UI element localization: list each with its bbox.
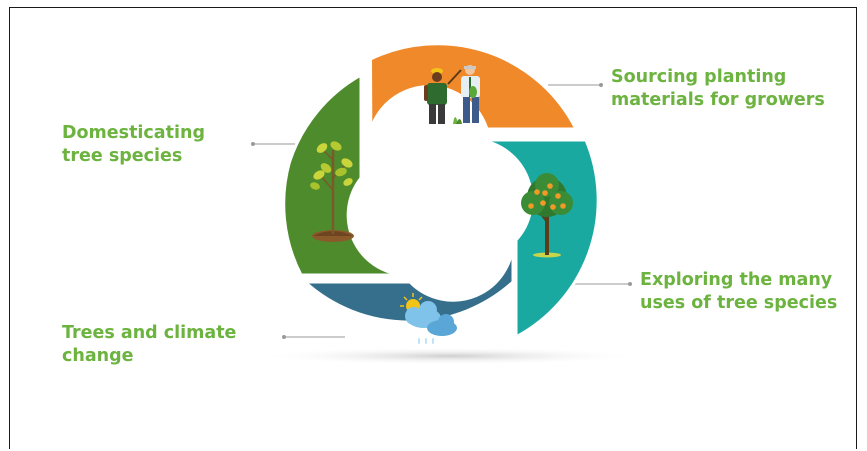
fruit-tree-icon bbox=[521, 173, 573, 258]
sapling-icon bbox=[310, 141, 354, 242]
label-climate-line1: Trees and climate bbox=[62, 323, 237, 343]
image-frame bbox=[9, 7, 857, 449]
segment-exploring bbox=[477, 138, 600, 340]
label-domesticating-line2: tree species bbox=[62, 146, 183, 166]
label-domesticating-line1: Domesticating bbox=[62, 123, 205, 143]
connector-lines bbox=[251, 83, 632, 339]
farmers-icon bbox=[424, 65, 480, 124]
label-sourcing-line2: materials for growers bbox=[611, 90, 825, 110]
label-sourcing: Sourcing planting materials for growers bbox=[611, 66, 825, 112]
connector-dot-domesticating bbox=[251, 142, 255, 146]
label-exploring-line2: uses of tree species bbox=[640, 293, 838, 313]
connector-dot-sourcing bbox=[599, 83, 603, 87]
connector-dot-exploring bbox=[628, 282, 632, 286]
label-sourcing-line1: Sourcing planting bbox=[611, 67, 787, 87]
label-climate-line2: change bbox=[62, 346, 134, 366]
label-climate: Trees and climate change bbox=[62, 322, 236, 368]
segment-sourcing bbox=[366, 42, 579, 167]
label-domesticating: Domesticating tree species bbox=[62, 122, 205, 168]
segment-domesticating bbox=[282, 72, 406, 277]
label-exploring-line1: Exploring the many bbox=[640, 270, 833, 290]
connector-dot-climate bbox=[282, 335, 286, 339]
label-exploring: Exploring the many uses of tree species bbox=[640, 269, 837, 315]
weather-cloud-icon bbox=[400, 293, 457, 344]
ground-shadow bbox=[255, 347, 645, 365]
